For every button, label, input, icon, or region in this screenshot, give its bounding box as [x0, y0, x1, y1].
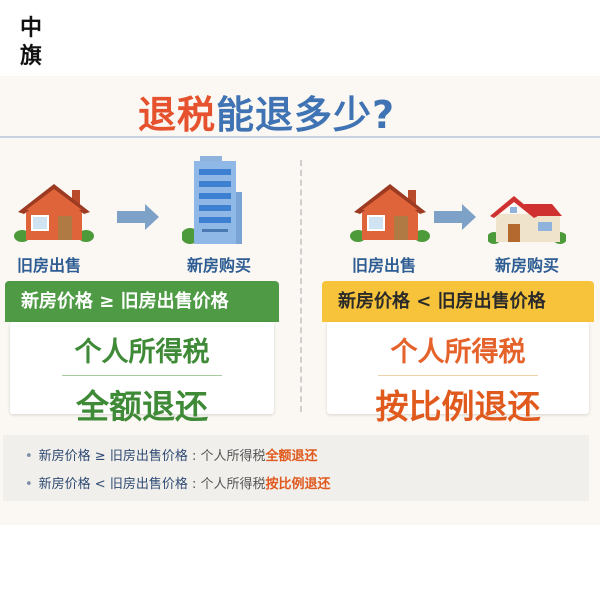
right-card-rule	[378, 375, 538, 376]
note-item: • 新房价格 ≥ 旧房出售价格 : 个人所得税全额退还	[25, 443, 589, 471]
left-tax-label: 个人所得税	[74, 337, 210, 368]
left-result: 全额退还	[76, 387, 208, 426]
title-part-blue: 能退多少?	[216, 93, 396, 137]
bullet-icon: •	[25, 477, 33, 492]
bullet-icon: •	[25, 449, 33, 464]
note-item: • 新房价格 < 旧房出售价格 : 个人所得税按比例退还	[25, 471, 589, 499]
arrow-right-icon	[434, 204, 476, 230]
arrow-right-icon	[117, 204, 159, 230]
note-subject: 个人所得税	[200, 449, 266, 464]
note-result: 全额退还	[265, 449, 318, 464]
left-result-card: 个人所得税 全额退还	[10, 322, 274, 426]
apartment-building-icon	[182, 156, 242, 244]
left-condition-header: 新房价格 ≥ 旧房出售价格	[5, 281, 279, 322]
title-rule	[0, 136, 600, 138]
title-part-red: 退税	[138, 93, 217, 137]
note-separator: :	[191, 449, 197, 464]
right-result-card: 个人所得税 按比例退还	[327, 322, 589, 426]
summary-notes: •新房价格 ≥ 旧房出售价格 : 个人所得税全额退还 •新房价格 < 旧房出售价…	[3, 435, 589, 501]
column-divider	[300, 160, 302, 412]
logo: 中旗	[19, 15, 42, 69]
right-condition-header: 新房价格 < 旧房出售价格	[322, 281, 594, 322]
note-result: 按比例退还	[265, 477, 331, 492]
left-to-label: 新房购买	[187, 256, 252, 275]
old-house-icon	[14, 184, 94, 242]
right-tax-label: 个人所得税	[390, 337, 526, 368]
page-title: 退税能退多少?	[138, 84, 395, 139]
right-to-label: 新房购买	[495, 256, 560, 275]
left-card-rule	[62, 375, 222, 376]
note-separator: :	[191, 477, 197, 492]
new-house-icon	[488, 196, 566, 244]
note-condition: 新房价格 ≥ 旧房出售价格	[38, 449, 188, 464]
note-condition: 新房价格 < 旧房出售价格	[38, 477, 188, 492]
right-result: 按比例退还	[375, 387, 541, 426]
right-from-label: 旧房出售	[352, 256, 417, 275]
old-house-icon	[350, 184, 430, 242]
note-subject: 个人所得税	[200, 477, 266, 492]
left-from-label: 旧房出售	[17, 256, 82, 275]
